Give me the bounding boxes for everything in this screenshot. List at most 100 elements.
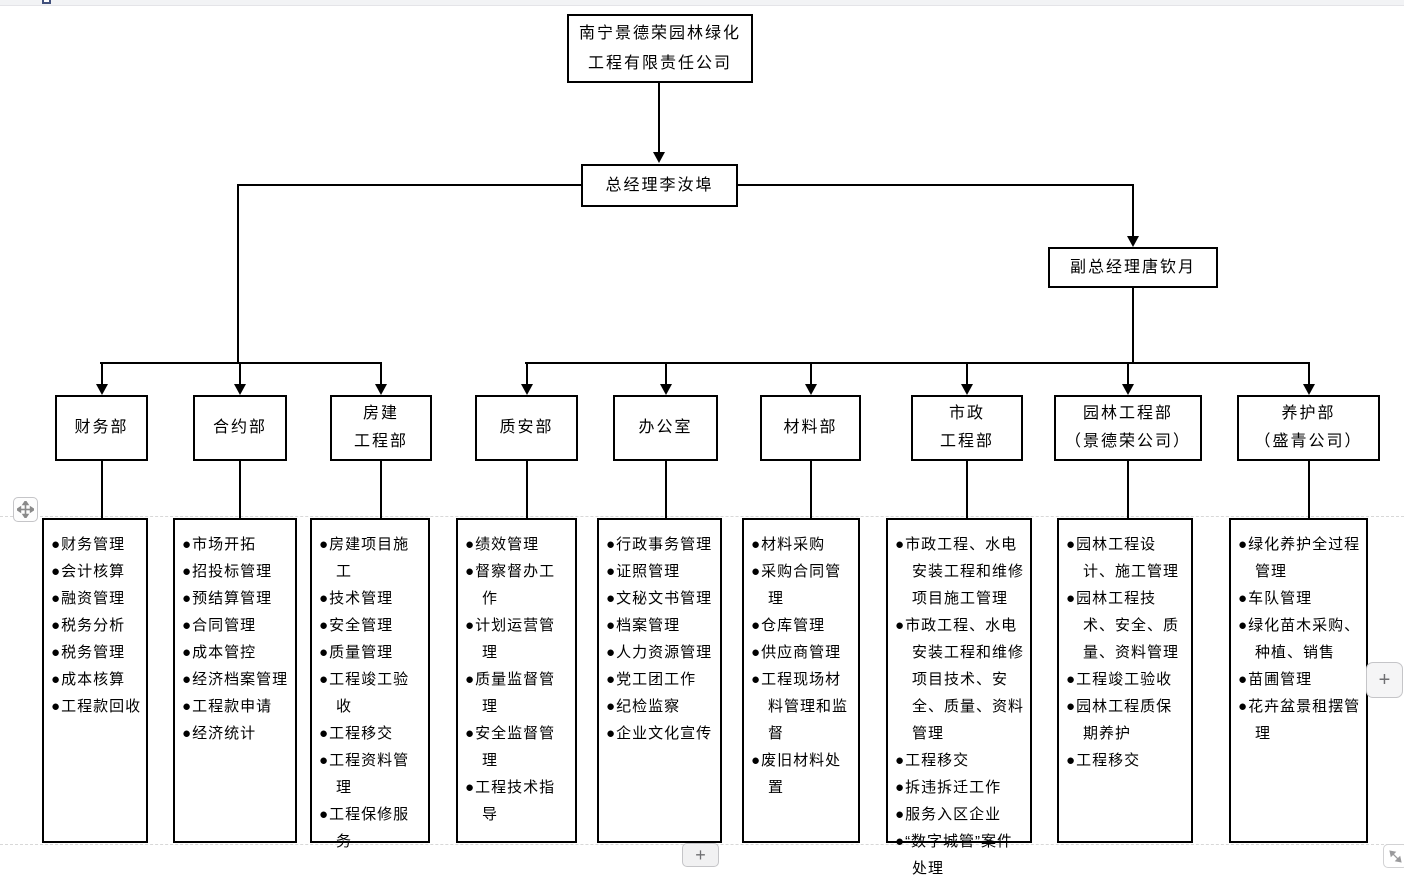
department-box[interactable]: 办公室 [613,395,718,461]
bullet-icon: ● [1066,752,1077,769]
duty-item: ●拆违拆迁工作 [895,774,1026,801]
connector-line [1127,460,1129,518]
duty-list-box[interactable]: ●材料采购●采购合同管理●仓库管理●供应商管理●工程现场材料管理和监督●废旧材料… [742,518,860,843]
duty-item: ●质量监督管理 [465,666,571,720]
duty-text: 企业文化宣传 [616,725,713,742]
plus-icon: + [1378,668,1391,691]
bullet-icon: ● [182,536,193,553]
add-right-button[interactable]: + [1366,662,1403,698]
bullet-icon: ● [1066,536,1077,553]
duty-text: 工程移交 [905,752,970,769]
resize-button[interactable] [1383,844,1404,868]
connector-line [1308,363,1310,384]
duty-item: ●经济档案管理 [182,666,291,693]
bullet-icon: ● [895,617,906,634]
bullet-icon: ● [319,617,330,634]
arrow-down-icon [961,384,973,395]
bullet-icon: ● [465,725,476,742]
duty-item: ●工程移交 [319,720,424,747]
duty-text: 园林工程技术、安全、质量、资料管理 [1076,590,1180,661]
connector-line [1127,363,1129,384]
duty-item: ●花卉盆景租摆管理 [1238,693,1362,747]
duty-item: ●财务管理 [51,531,142,558]
duty-item: ●采购合同管理 [751,558,854,612]
connector-line [526,460,528,518]
duty-item: ●税务管理 [51,639,142,666]
bullet-icon: ● [465,563,476,580]
bullet-icon: ● [606,536,617,553]
duty-item: ●技术管理 [319,585,424,612]
duty-list-box[interactable]: ●房建项目施工●技术管理●安全管理●质量管理●工程竣工验收●工程移交●工程资料管… [310,518,430,850]
arrow-down-icon [234,384,246,395]
duty-list-box[interactable]: ●市政工程、水电安装工程和维修项目施工管理●市政工程、水电安装工程和维修项目技术… [886,518,1032,877]
duty-item: ●行政事务管理 [606,531,716,558]
department-box[interactable]: 质安部 [475,395,578,461]
duty-text: 工程现场材料管理和监督 [761,671,849,742]
duty-item: ●工程资料管理 [319,747,424,801]
duty-text: 会计核算 [61,563,126,580]
duty-text: 技术管理 [329,590,394,607]
department-name-line: 质安部 [499,419,554,436]
department-name-line: 园林工程部 [1082,405,1173,422]
duty-item: ●招投标管理 [182,558,291,585]
duty-item: ●安全监督管理 [465,720,571,774]
duty-list-box[interactable]: ●市场开拓●招投标管理●预结算管理●合同管理●成本管控●经济档案管理●工程款申请… [173,518,297,843]
duty-text: 市政工程、水电安装工程和维修项目技术、安全、质量、资料管理 [905,617,1025,742]
connector-line [100,362,382,364]
duty-list-box[interactable]: ●绿化养护全过程管理●车队管理●绿化苗木采购、种植、销售●苗圃管理●花卉盆景租摆… [1229,518,1368,843]
bullet-icon: ● [1066,590,1077,607]
general-manager-label: 总经理李汝埠 [605,176,714,194]
duty-list-box[interactable]: ●财务管理●会计核算●融资管理●税务分析●税务管理●成本核算●工程款回收 [42,518,148,843]
duty-item: ●党工团工作 [606,666,716,693]
bullet-icon: ● [319,590,330,607]
duty-text: 预结算管理 [192,590,273,607]
connector-line [665,363,667,384]
duty-item: ●市场开拓 [182,531,291,558]
duty-text: 工程竣工验收 [1076,671,1173,688]
add-bottom-button[interactable]: + [682,843,719,867]
connector-line [966,460,968,518]
department-box[interactable]: 园林工程部（景德荣公司） [1054,395,1202,461]
duty-text: 督察督办工作 [475,563,556,607]
company-box[interactable]: 南宁景德荣园林绿化 工程有限责任公司 [567,14,753,83]
general-manager-box[interactable]: 总经理李汝埠 [581,164,738,207]
duty-text: 供应商管理 [761,644,842,661]
bullet-icon: ● [751,644,762,661]
move-handle-button[interactable] [13,497,38,522]
department-box[interactable]: 市政工程部 [911,395,1023,461]
duty-item: ●质量管理 [319,639,424,666]
department-box[interactable]: 财务部 [55,395,148,461]
connector-line [525,362,1310,364]
duty-item: ●税务分析 [51,612,142,639]
arrow-down-icon [1127,236,1139,247]
bullet-icon: ● [51,617,62,634]
department-box[interactable]: 合约部 [193,395,287,461]
editor-top-strip [0,0,1404,6]
department-name-line: 养护部 [1281,405,1336,422]
bullet-icon: ● [606,725,617,742]
duty-list-box[interactable]: ●园林工程设计、施工管理●园林工程技术、安全、质量、资料管理●工程竣工验收●园林… [1057,518,1193,843]
bullet-icon: ● [751,671,762,688]
bullet-icon: ● [1238,617,1249,634]
department-box[interactable]: 材料部 [760,395,861,461]
arrow-down-icon [660,384,672,395]
duty-list-box[interactable]: ●绩效管理●督察督办工作●计划运营管理●质量监督管理●安全监督管理●工程技术指导 [456,518,577,843]
department-box[interactable]: 房建工程部 [330,395,432,461]
duty-text: 融资管理 [61,590,126,607]
bullet-icon: ● [51,644,62,661]
duty-item: ●房建项目施工 [319,531,424,585]
deputy-general-manager-box[interactable]: 副总经理唐钦月 [1048,247,1218,288]
bullet-icon: ● [895,536,906,553]
duty-item: ●工程款申请 [182,693,291,720]
bullet-icon: ● [895,779,906,796]
bullet-icon: ● [895,806,906,823]
department-box[interactable]: 养护部（盛青公司） [1237,395,1380,461]
duty-list-box[interactable]: ●行政事务管理●证照管理●文秘文书管理●档案管理●人力资源管理●党工团工作●纪检… [597,518,722,843]
connector-line [101,460,103,518]
connector-line [1132,287,1134,364]
duty-text: 绩效管理 [475,536,540,553]
deputy-general-manager-label: 副总经理唐钦月 [1069,258,1196,276]
duty-item: ●绿化养护全过程管理 [1238,531,1362,585]
duty-item: ●经济统计 [182,720,291,747]
duty-text: 园林工程质保期养护 [1076,698,1173,742]
